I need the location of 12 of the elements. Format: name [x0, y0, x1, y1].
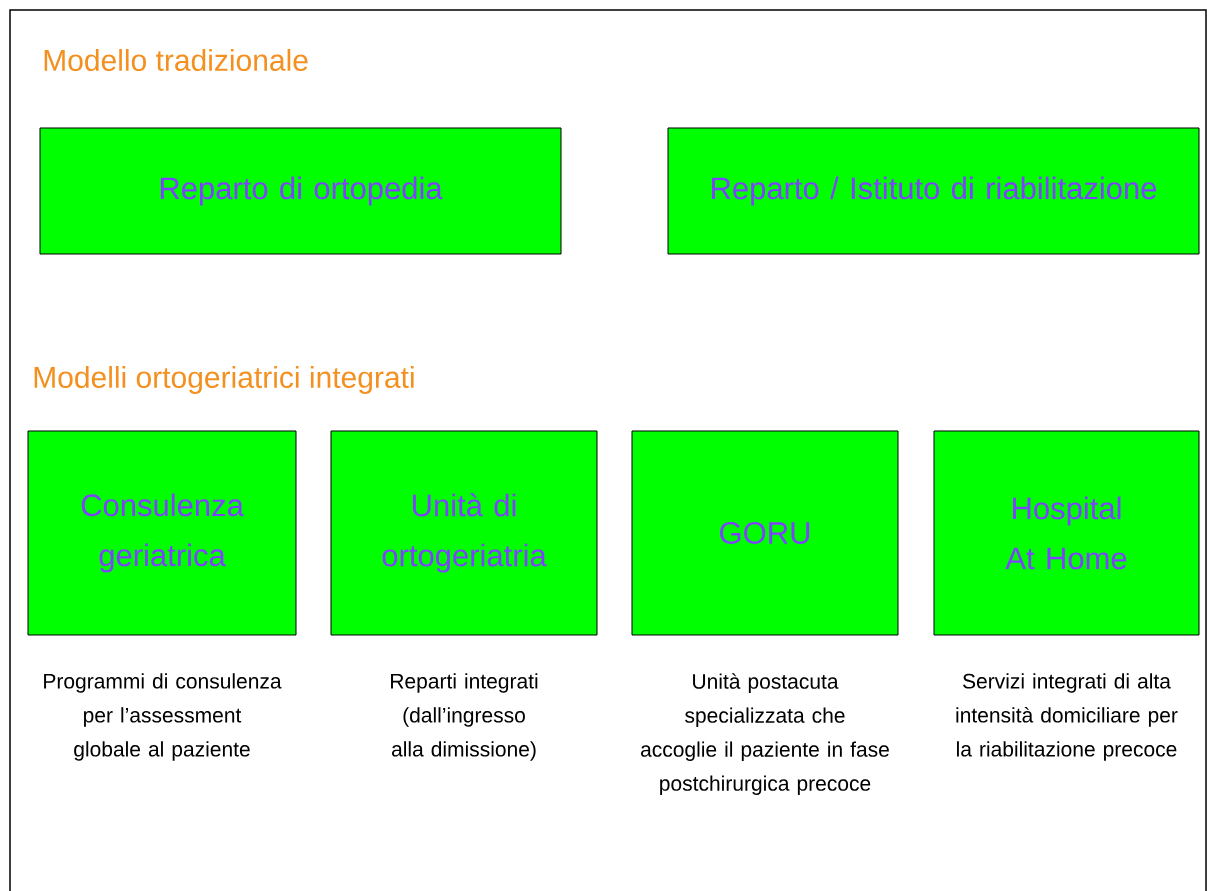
model-box: Hospital At Home	[933, 430, 1200, 636]
section-heading: Modello tradizionale	[44, 48, 308, 71]
model-box: GORU	[631, 430, 899, 636]
description-text: Reparti integrati (dall’ingresso alla dimissione)	[391, 673, 538, 761]
description-text: Programmi di consulenza per l’assessment globale al paziente	[44, 673, 282, 761]
model-box: Consulenza geriatrica	[27, 430, 297, 636]
model-box: Reparto di ortopedia	[39, 127, 562, 255]
section-heading: Modelli ortogeriatrici integrati	[34, 366, 414, 394]
description-text: Servizi integrati di alta intensità domiciliare per la riabilitazione precoce	[956, 673, 1178, 761]
model-box: Reparto / Istituto di riabilitazione	[667, 127, 1200, 255]
description-text: Unità postacuta specializzata che accoglie il paziente in fase postchirurgica precoce	[641, 673, 889, 795]
model-box: Unità di ortogeriatria	[330, 430, 598, 636]
